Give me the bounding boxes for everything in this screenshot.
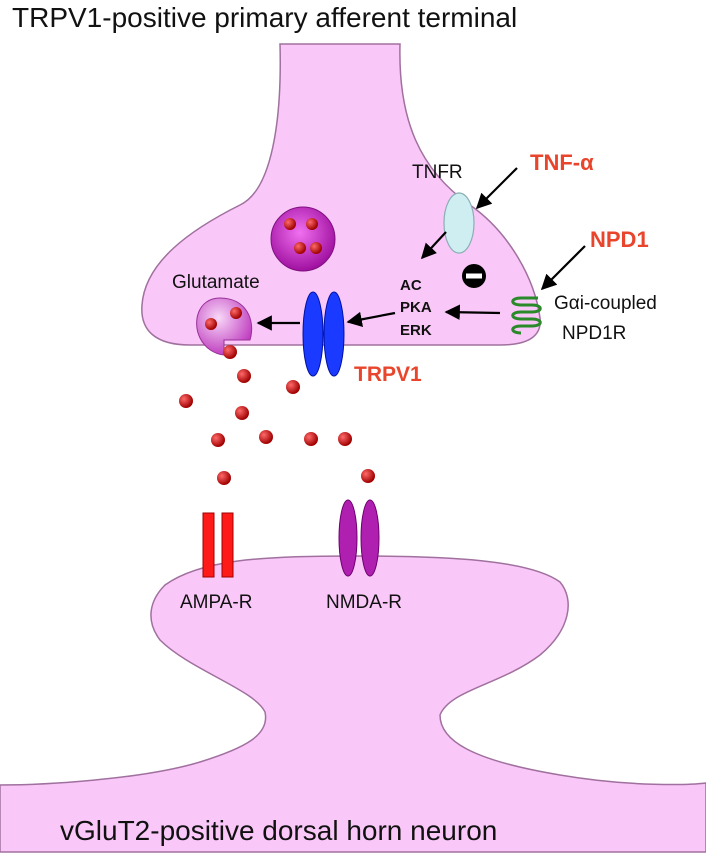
glutamate-dot <box>361 469 375 483</box>
trpv1-channel <box>302 291 345 377</box>
ac-label: AC <box>400 277 422 294</box>
glutamate-dot <box>235 406 249 420</box>
tnfr-receptor <box>443 192 475 254</box>
npd1-label: NPD1 <box>590 227 649 252</box>
top-title: TRPV1-positive primary afferent terminal <box>12 2 517 33</box>
vesicle-glutamate-dot <box>294 242 306 254</box>
npd1r-receptor-icon <box>511 296 542 335</box>
synaptic-vesicle <box>270 206 336 272</box>
glutamate-dot <box>217 471 231 485</box>
glutamate-dot <box>179 394 193 408</box>
glutamate-dot <box>205 318 217 330</box>
pka-to-trpv1-arrow <box>346 311 396 327</box>
released-glutamate <box>179 345 375 485</box>
postsynaptic-neuron <box>0 555 706 853</box>
glutamate-dot <box>211 433 225 447</box>
erk-label: ERK <box>400 322 432 339</box>
nmda-r-label: NMDA-R <box>326 592 402 613</box>
glutamate-dot <box>223 345 237 359</box>
inhibition-icon <box>462 264 486 288</box>
trpv1-label: TRPV1 <box>354 363 422 386</box>
bottom-title: vGluT2-positive dorsal horn neuron <box>60 815 497 846</box>
glutamate-dot <box>259 430 273 444</box>
presynaptic-terminal <box>141 43 541 346</box>
ampa-receptor <box>202 512 234 578</box>
releasing-vesicle <box>196 297 253 356</box>
vesicle-glutamate-dot <box>306 218 318 230</box>
glutamate-label: Glutamate <box>172 272 260 293</box>
vesicle-glutamate-dot <box>284 218 296 230</box>
ampa-r-label: AMPA-R <box>180 592 252 613</box>
tnfr-to-ac-arrow <box>420 231 447 260</box>
vesicle-glutamate-dot <box>310 242 322 254</box>
glutamate-dot <box>237 369 251 383</box>
tnf-alpha-arrow <box>475 167 518 210</box>
glutamate-dot <box>230 307 242 319</box>
glutamate-dot <box>286 380 300 394</box>
npd1r-label: NPD1R <box>562 323 626 344</box>
npd1-arrow <box>540 245 586 291</box>
tnfr-label: TNFR <box>412 162 463 183</box>
glutamate-dot <box>304 432 318 446</box>
pka-label: PKA <box>400 299 432 316</box>
gai-coupled-label: Gαi-coupled <box>554 293 657 314</box>
glutamate-dot <box>338 432 352 446</box>
npd1r-to-signaling-arrow <box>444 304 501 320</box>
tnf-alpha-label: TNF-α <box>530 150 594 175</box>
nmda-receptor <box>338 499 380 577</box>
